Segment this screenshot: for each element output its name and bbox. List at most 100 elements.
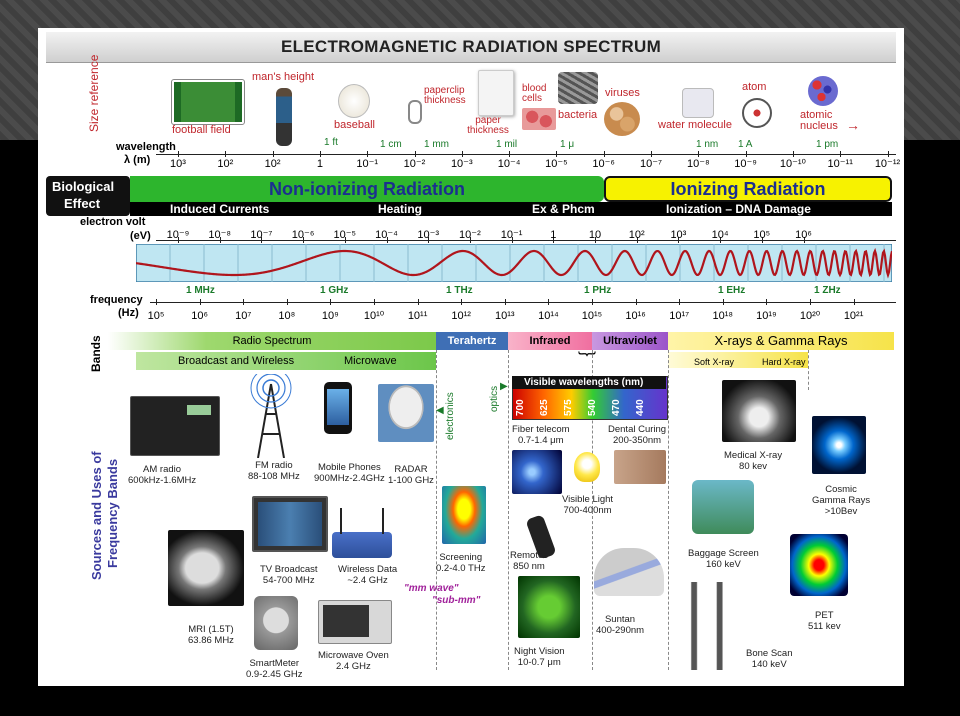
radar-dish-image — [378, 384, 434, 442]
wavelength-tick-label: 10² — [217, 158, 234, 170]
optics-arrow-icon: ▶ — [500, 381, 508, 392]
electron-volt-tick-mark — [303, 237, 305, 243]
spectrum-poster: ELECTROMAGNETIC RADIATION SPECTRUM Size … — [38, 28, 904, 686]
size-ref-atom: atom — [742, 81, 767, 93]
wave-strip — [136, 244, 892, 282]
size-ref-mans-height: man's height — [252, 71, 315, 83]
wavelength-tick-mark — [651, 151, 652, 157]
size-reference-axis-label: Size reference — [87, 54, 101, 132]
visible-light-range: 700-400nm — [563, 505, 612, 516]
frequency-tick-mark — [461, 299, 463, 305]
night-vision-image — [518, 576, 580, 638]
sub-mm-label: "sub-mm" — [432, 595, 481, 606]
size-ref-atomic-nucleus: atomic nucleus — [800, 109, 838, 132]
viruses-image — [604, 102, 640, 136]
visible-wavelength-label: 540 — [587, 399, 598, 416]
frequency-tick-label: 10¹⁹ — [756, 310, 777, 322]
non-ionizing-band — [130, 176, 604, 202]
frequency-tick-label: 10¹⁸ — [712, 310, 734, 322]
electron-volt-tick-label: 10⁻¹ — [500, 229, 523, 241]
electron-volt-tick-mark — [636, 237, 638, 243]
visible-wavelength-label: 440 — [635, 399, 646, 416]
size-ref-viruses: viruses — [605, 87, 640, 99]
football-field-image — [171, 79, 245, 125]
size-ref-football-field: football field — [172, 124, 231, 136]
wavelength-tick-mark — [461, 151, 463, 157]
fm-tower-image — [250, 374, 292, 458]
divider-hard-xray — [808, 350, 809, 390]
wavelength-tick-label: 10³ — [170, 158, 186, 170]
mobile-name: Mobile Phones — [317, 462, 381, 473]
frequency-tick-label: 10²¹ — [843, 310, 864, 322]
divider-xray — [668, 350, 669, 670]
router-antenna-left — [340, 508, 342, 534]
wavelength-tick-mark — [698, 151, 700, 157]
electron-volt-tick-label: 10 — [588, 229, 602, 241]
ionizing-label: Ionizing Radiation — [670, 179, 826, 199]
freq-1ghz: 1 GHz — [320, 285, 349, 296]
visible-wavelength-label: 470 — [611, 399, 622, 416]
medical-xray-image — [722, 380, 796, 442]
wavelength-label: wavelength — [116, 141, 176, 153]
visible-light-name: Visible Light — [562, 494, 614, 505]
am-radio-image — [130, 396, 220, 456]
wavelength-tick-label: 10⁻³ — [450, 158, 473, 170]
wavelength-tick-label: 10⁻¹¹ — [827, 158, 853, 170]
electron-volt-tick-mark — [511, 237, 513, 243]
suntan-name: Suntan — [604, 614, 636, 625]
electron-volt-tick-label: 10⁻⁵ — [333, 229, 357, 241]
frequency-axis-line — [150, 302, 896, 303]
wavelength-tick-mark — [178, 151, 179, 157]
mri-range: 63.86 MHz — [188, 635, 234, 646]
mri-image — [168, 530, 244, 606]
wavelength-tick-mark — [556, 151, 558, 157]
arrow-right-icon: → — [846, 117, 860, 133]
baggage-name: Baggage Screen — [688, 548, 759, 559]
electron-volt-unit: (eV) — [130, 230, 151, 242]
frequency-tick-label: 10¹⁷ — [669, 310, 690, 322]
frequency-tick-label: 10¹⁶ — [625, 310, 646, 322]
frequency-unit: (Hz) — [118, 307, 139, 319]
visible-title-bar — [512, 376, 666, 389]
router-antenna-right — [382, 508, 384, 534]
electron-volt-tick-label: 10⁶ — [795, 229, 812, 241]
biological-effect-label-1: Biological — [52, 179, 115, 194]
wavelength-tick-mark — [509, 151, 511, 157]
wavelength-tick-mark — [840, 151, 842, 157]
electron-volt-tick-mark — [219, 237, 221, 243]
pet-range: 511 kev — [808, 621, 841, 632]
frequency-tick-mark — [722, 299, 724, 305]
band-hard-xray: Hard X-ray — [762, 357, 806, 367]
ionization-label: Ionization – DNA Damage — [666, 202, 811, 216]
wavelength-1cm: 1 cm — [380, 139, 402, 150]
size-ref-baseball: baseball — [334, 119, 375, 131]
wavelength-tick-label: 10⁻² — [403, 158, 426, 170]
mobile-phone-image — [324, 382, 352, 434]
atom-image — [742, 98, 772, 128]
wavelength-tick-mark — [792, 151, 794, 157]
remotes-range: 850 nm — [513, 561, 545, 572]
size-ref-bacteria: bacteria — [558, 109, 598, 121]
wavelength-1micron: 1 μ — [560, 139, 575, 150]
poster-title: ELECTROMAGNETIC RADIATION SPECTRUM — [280, 37, 662, 56]
bone-scan-image — [686, 582, 744, 670]
biological-effect-box — [46, 176, 130, 216]
wave-strip-grid — [169, 244, 885, 282]
frequency-tick-mark — [330, 299, 332, 305]
induced-currents-label: Induced Currents — [170, 202, 270, 216]
title-bar: ELECTROMAGNETIC RADIATION SPECTRUM — [46, 32, 896, 63]
suntan-bed-image — [594, 548, 664, 596]
band-xray-sub-strip — [668, 352, 808, 368]
wavelength-tick-mark — [414, 151, 416, 157]
light-bulb-image — [574, 452, 600, 482]
source-wireless-data: Wireless Data~2.4 GHz — [338, 564, 397, 586]
